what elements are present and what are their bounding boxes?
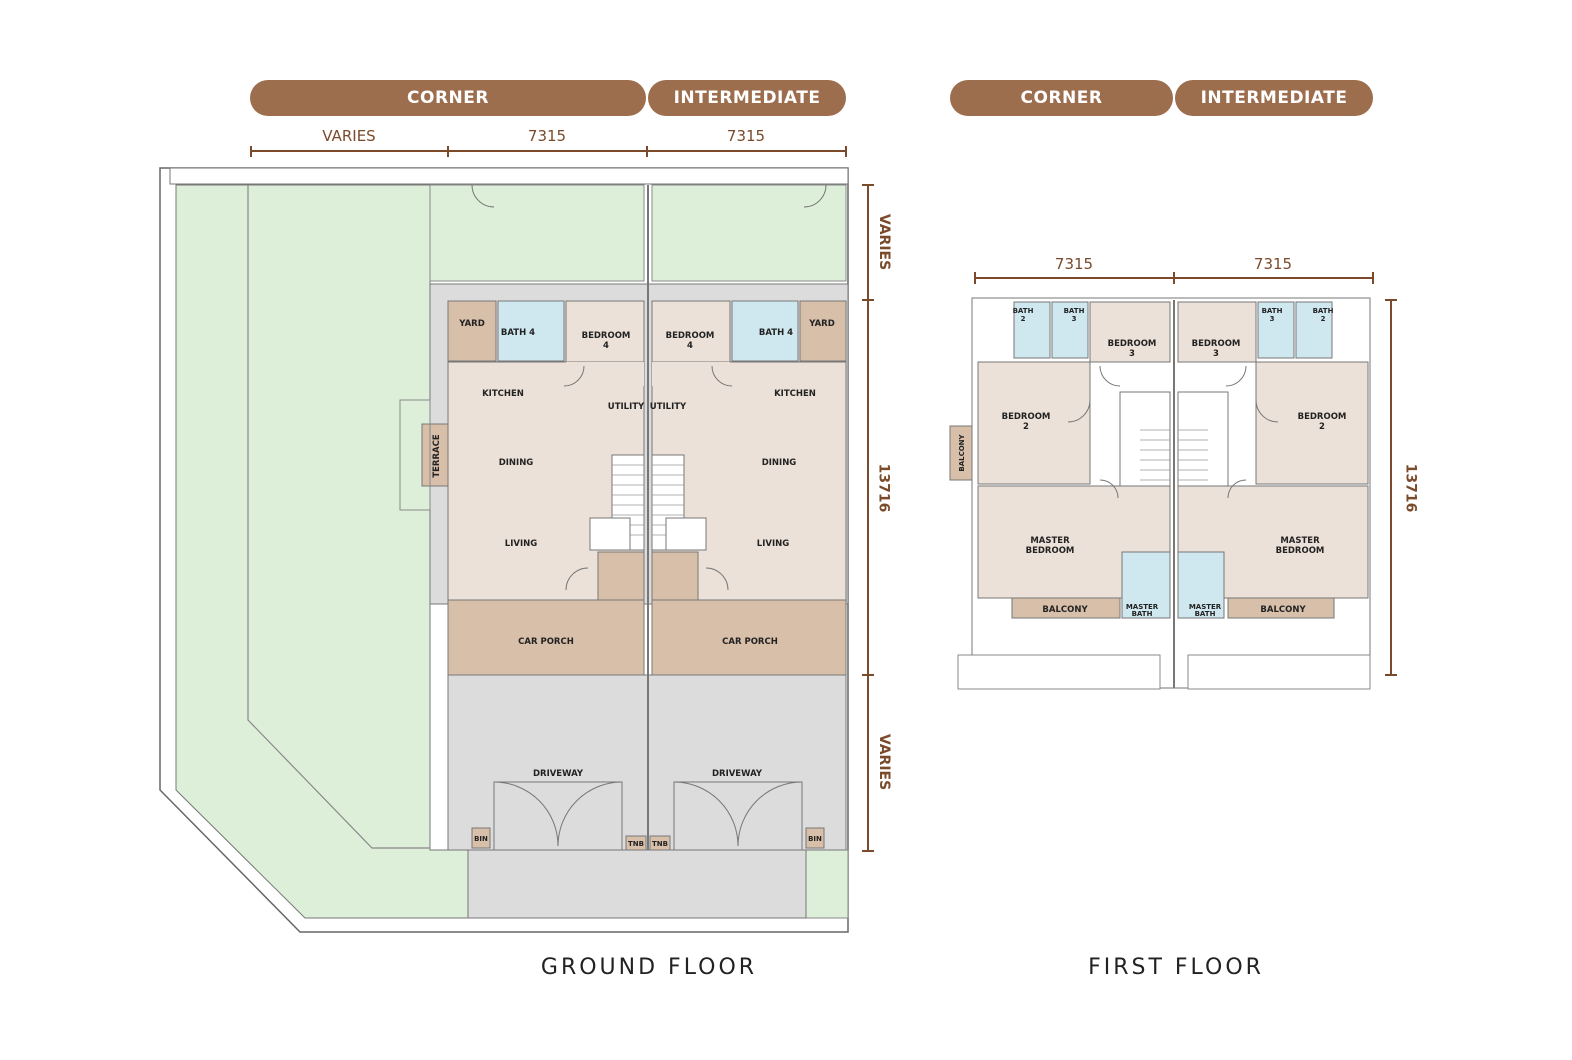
gf-yard-right <box>799 300 847 362</box>
gf-yard-left <box>447 300 497 362</box>
gf-label-tnb-right: TNB <box>652 840 668 848</box>
ff-label-master-left: MASTER <box>1030 536 1070 546</box>
gf-label-bath4-left: BATH 4 <box>501 328 535 338</box>
ff-label-bath2-left-num: 2 <box>1021 315 1026 323</box>
ff-bath2-right <box>1295 301 1333 359</box>
ff-label-bath2-right: BATH <box>1313 307 1334 315</box>
ff-label-bedroom2-right-num: 2 <box>1319 422 1325 432</box>
ff-balcony-side <box>949 425 973 481</box>
ff-bath3-right <box>1257 301 1295 359</box>
ff-label-bedroom3-left: BEDROOM <box>1108 339 1157 349</box>
gf-label-living-right: LIVING <box>757 539 789 549</box>
ff-label-master-left-b: BEDROOM <box>1026 546 1075 556</box>
ff-masterbath-right <box>1177 551 1225 619</box>
gf-car-porch-right <box>651 599 847 676</box>
ff-bath2-left <box>1013 301 1051 359</box>
gf-label-kitchen-right: KITCHEN <box>774 389 816 399</box>
gf-label-utility-right: UTILITY <box>650 402 687 412</box>
gf-label-carporch-right: CAR PORCH <box>722 637 778 647</box>
gf-label-driveway-left: DRIVEWAY <box>533 769 584 779</box>
ff-label-balcony-left: BALCONY <box>1042 605 1088 615</box>
ff-balcony-left <box>1011 597 1121 619</box>
ff-label-masterbath-right-b: BATH <box>1195 610 1216 618</box>
ff-label-bath3-left-num: 3 <box>1072 315 1077 323</box>
ff-label-bedroom2-left-num: 2 <box>1023 422 1029 432</box>
gf-label-bedroom4-left: BEDROOM <box>582 331 631 341</box>
gf-tnb-right <box>649 835 671 851</box>
gf-label-carporch-left: CAR PORCH <box>518 637 574 647</box>
ff-label-masterbath-left-b: BATH <box>1132 610 1153 618</box>
gf-label-kitchen-left: KITCHEN <box>482 389 524 399</box>
gf-label-dining-left: DINING <box>499 458 534 468</box>
gf-terrace <box>421 423 449 487</box>
gf-tnb-left <box>625 835 647 851</box>
first-corner-tab[interactable]: CORNER <box>950 80 1173 116</box>
ff-bedroom2-left <box>977 361 1091 485</box>
ff-label-bedroom3-right-num: 3 <box>1213 349 1219 359</box>
ff-label-masterbath-right: MASTER <box>1189 603 1222 611</box>
gf-label-bath4-right: BATH 4 <box>759 328 793 338</box>
gf-label-tnb-left: TNB <box>628 840 644 848</box>
ff-label-balcony-right: BALCONY <box>1260 605 1306 615</box>
ff-label-masterbath-left: MASTER <box>1126 603 1159 611</box>
gf-car-porch-left <box>447 599 645 676</box>
ff-label-bath2-left: BATH <box>1013 307 1034 315</box>
gf-label-yard-right: YARD <box>808 319 835 329</box>
first-floor-plan: BATH 2 BATH 3 BATH 3 BATH 2 BEDROOM 3 BE… <box>949 297 1371 690</box>
ff-bedroom2-right <box>1255 361 1369 485</box>
ff-label-bath3-right-num: 3 <box>1270 315 1275 323</box>
gf-label-bedroom4-right: BEDROOM <box>666 331 715 341</box>
gf-label-yard-left: YARD <box>458 319 485 329</box>
ff-label-bedroom2-left: BEDROOM <box>1002 412 1051 422</box>
ff-label-bath3-right: BATH <box>1262 307 1283 315</box>
first-floor-title: FIRST FLOOR <box>1088 955 1264 980</box>
gf-label-bedroom4-right-num: 4 <box>687 341 693 351</box>
gf-label-driveway-right: DRIVEWAY <box>712 769 763 779</box>
ground-intermediate-tab[interactable]: INTERMEDIATE <box>648 80 846 116</box>
ground-corner-tab[interactable]: CORNER <box>250 80 646 116</box>
ff-label-master-right-b: BEDROOM <box>1276 546 1325 556</box>
ff-dim-intermediate-width: 7315 <box>1253 255 1293 273</box>
ff-label-balcony-side: BALCONY <box>958 433 966 471</box>
gf-bin-right <box>805 827 825 849</box>
ff-label-bedroom3-left-num: 3 <box>1129 349 1135 359</box>
gf-dim-varies-top: VARIES <box>322 127 376 145</box>
gf-label-bin-left: BIN <box>474 835 488 843</box>
gf-bath4-right <box>731 300 799 362</box>
ff-bedroom3-left <box>1089 301 1171 363</box>
ground-floor-plan: YARD BATH 4 BEDROOM 4 BEDROOM 4 BATH 4 Y… <box>159 167 849 933</box>
ff-balcony-right <box>1227 597 1335 619</box>
ff-dim-corner-width: 7315 <box>1054 255 1094 273</box>
ff-label-bedroom3-right: BEDROOM <box>1192 339 1241 349</box>
gf-label-dining-right: DINING <box>762 458 797 468</box>
ground-floor-title: GROUND FLOOR <box>540 955 758 980</box>
gf-dim-corner-width: 7315 <box>527 127 567 145</box>
dimension-lines <box>250 146 1397 852</box>
ff-label-master-right: MASTER <box>1280 536 1320 546</box>
gf-label-utility-left: UTILITY <box>608 402 645 412</box>
gf-label-bin-right: BIN <box>808 835 822 843</box>
ff-bath3-left <box>1051 301 1089 359</box>
gf-label-terrace: TERRACE <box>432 434 442 478</box>
ff-label-bath2-right-num: 2 <box>1321 315 1326 323</box>
gf-label-bedroom4-left-num: 4 <box>603 341 609 351</box>
ff-bedroom3-right <box>1177 301 1257 363</box>
ff-masterbath-left <box>1121 551 1171 619</box>
first-intermediate-tab[interactable]: INTERMEDIATE <box>1175 80 1373 116</box>
ff-label-bedroom2-right: BEDROOM <box>1298 412 1347 422</box>
gf-bath4-left <box>497 300 565 362</box>
gf-label-living-left: LIVING <box>505 539 537 549</box>
gf-rear-garden-intermediate <box>651 184 847 282</box>
gf-rear-garden-corner <box>429 184 645 282</box>
gf-dim-intermediate-width: 7315 <box>726 127 766 145</box>
ff-label-bath3-left: BATH <box>1064 307 1085 315</box>
gf-bin-left <box>471 827 491 849</box>
